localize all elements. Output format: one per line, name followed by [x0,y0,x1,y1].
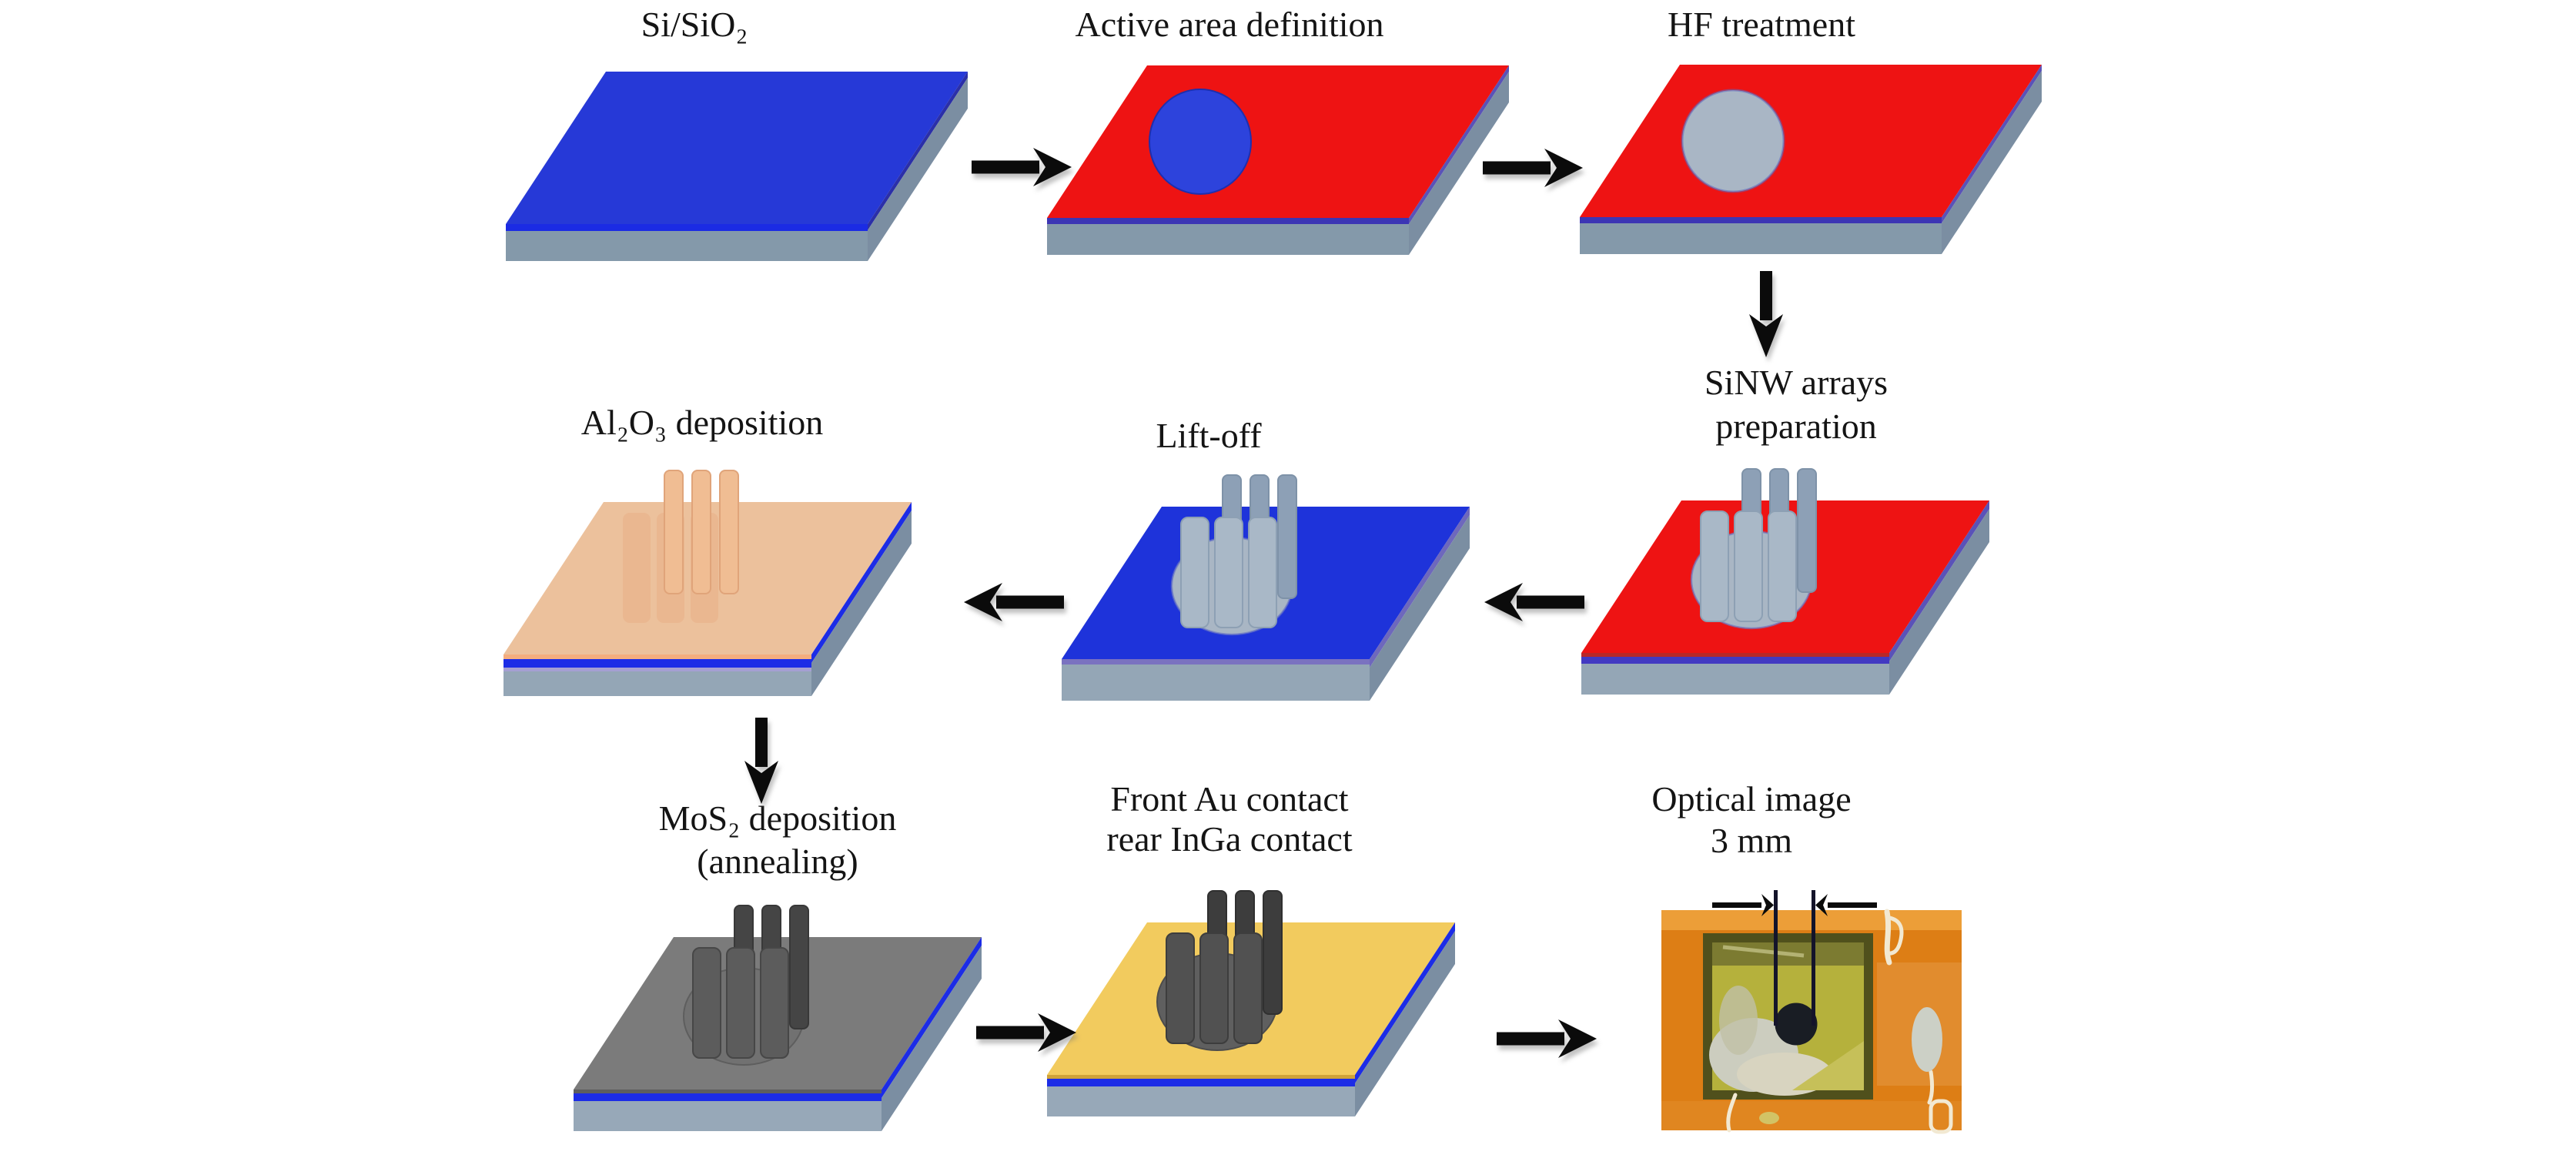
wafer-side-face [882,946,982,1131]
wafer-front-face [1047,1086,1355,1116]
wafer-top-face [1047,65,1509,218]
step-title: MoS₂ deposition [658,798,897,838]
wire-pad [1912,1007,1942,1072]
wafer-side-face [1942,71,2042,254]
wafer-front-face [574,1101,882,1131]
arrow-left-icon [964,583,1064,621]
step-title-line2: preparation [1715,407,1877,446]
wafer-al2o3-illustration [503,470,912,696]
arrow-down-icon [744,718,778,804]
wafer-front-face [503,671,811,696]
coated-nanowire-pillars [664,470,739,594]
step-title-contacts: Front Au contact rear InGa contact [1106,779,1352,859]
step-title-hf-treatment: HF treatment [1668,3,1855,46]
step-title: SiNW arrays [1704,363,1889,402]
step-title: Al₂O₃ deposition [580,403,824,442]
step-title-active-area: Active area definition [1075,3,1383,46]
wafer-top-face [1580,65,2042,217]
arrow-right-icon [976,1013,1076,1052]
wafer-mos2-illustration [574,905,982,1131]
arrow-right-icon [1497,1019,1597,1058]
wafer-active-area-illustration [1047,65,1509,255]
step-title-mos2: MoS₂ deposition (annealing) [659,797,897,883]
step-title-line2: 3 mm [1710,821,1793,860]
wafer-side-face [1889,509,1989,695]
step-title: Lift-off [1156,416,1262,455]
step-title-si-sio2: Si/SiO₂ [641,3,748,46]
wafer-front-face [506,231,868,261]
wafer-lift-off-illustration [1062,474,1470,701]
wafer-front-face [1581,664,1889,695]
wafer-side-face [1355,931,1455,1116]
nanowire-pillars-front [1180,517,1277,628]
nanowire-pillars-front [1700,511,1797,622]
step-title-optical-image: Optical image 3 mm [1651,778,1851,862]
wafer-sinw-arrays-illustration [1581,468,1989,695]
wafer-side-face [1409,72,1509,255]
step-title-al2o3: Al₂O₃ deposition [581,401,823,444]
arrow-down-icon [1749,271,1783,357]
arrow-right-icon [972,148,1072,186]
wafer-si-sio2-illustration [506,72,968,261]
wafer-top-face [506,72,968,224]
wafer-front-face [1047,224,1409,255]
wafer-hf-treatment-illustration [1580,65,2042,254]
step-title: Front Au contact [1110,779,1349,818]
step-title-sinw-arrays: SiNW arrays preparation [1705,360,1888,448]
wafer-front-face [1580,223,1942,254]
optical-photo [1661,890,1962,1134]
step-title: Optical image [1651,779,1852,818]
wafer-side-face [1370,515,1470,701]
step-title: Active area definition [1075,5,1384,44]
step-title: HF treatment [1668,5,1855,44]
device-active-area-dot [1775,1003,1818,1046]
step-title-line2: rear InGa contact [1106,819,1353,859]
bond-wires [1726,909,1953,1134]
wafer-au-contact-illustration [1047,890,1455,1116]
step-title: Si/SiO₂ [641,5,748,44]
scale-dimension-lines [1774,890,1815,1026]
dimension-arrow-icons [1712,894,1877,916]
wafer-front-face [1062,664,1370,701]
step-title-line2: (annealing) [697,842,858,881]
wafer-side-face [868,78,968,261]
step-title-lift-off: Lift-off [1156,414,1261,457]
wafer-side-face [811,511,912,696]
exposed-si-ellipse [1681,89,1785,193]
nanowire-pillars-front [1166,932,1263,1044]
arrow-right-icon [1483,149,1583,187]
active-area-ellipse [1149,89,1252,195]
arrow-left-icon [1484,583,1584,621]
coated-nanowire-pillars-front [692,947,789,1059]
